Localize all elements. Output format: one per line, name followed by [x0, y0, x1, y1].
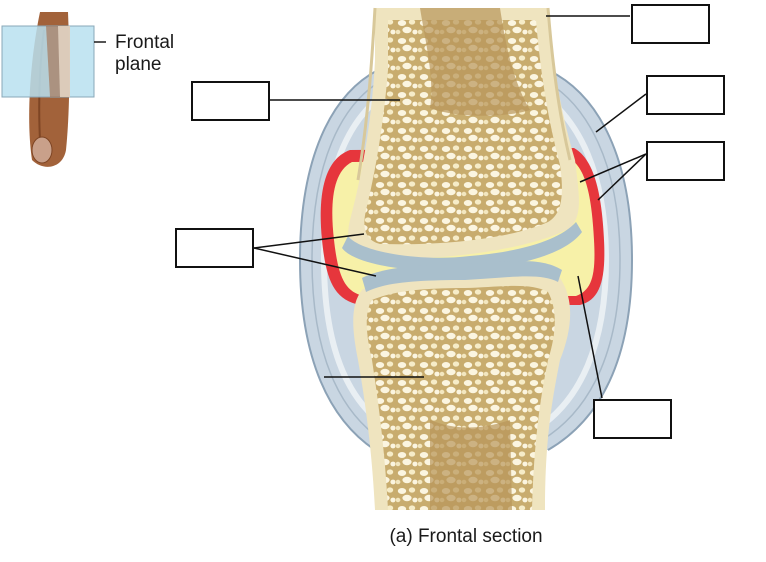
lower-articular-cartilage: [362, 261, 562, 292]
leader-lines: [253, 15, 647, 399]
frontal-plane-label: Frontal plane: [115, 32, 175, 75]
label-box-capsule[interactable]: [646, 75, 725, 115]
upper-bone: [348, 7, 579, 259]
lower-bone: [353, 270, 571, 510]
label-box-membrane[interactable]: [646, 141, 725, 181]
upper-articular-cartilage: [342, 222, 582, 272]
label-box-cavity[interactable]: [593, 399, 672, 439]
figure-caption: (a) Frontal section: [389, 526, 543, 547]
label-box-top-right[interactable]: [631, 4, 710, 44]
label-box-upper-left[interactable]: [191, 81, 270, 121]
finger-orientation-icon: [1, 12, 106, 167]
label-box-cartilage[interactable]: [175, 228, 254, 268]
